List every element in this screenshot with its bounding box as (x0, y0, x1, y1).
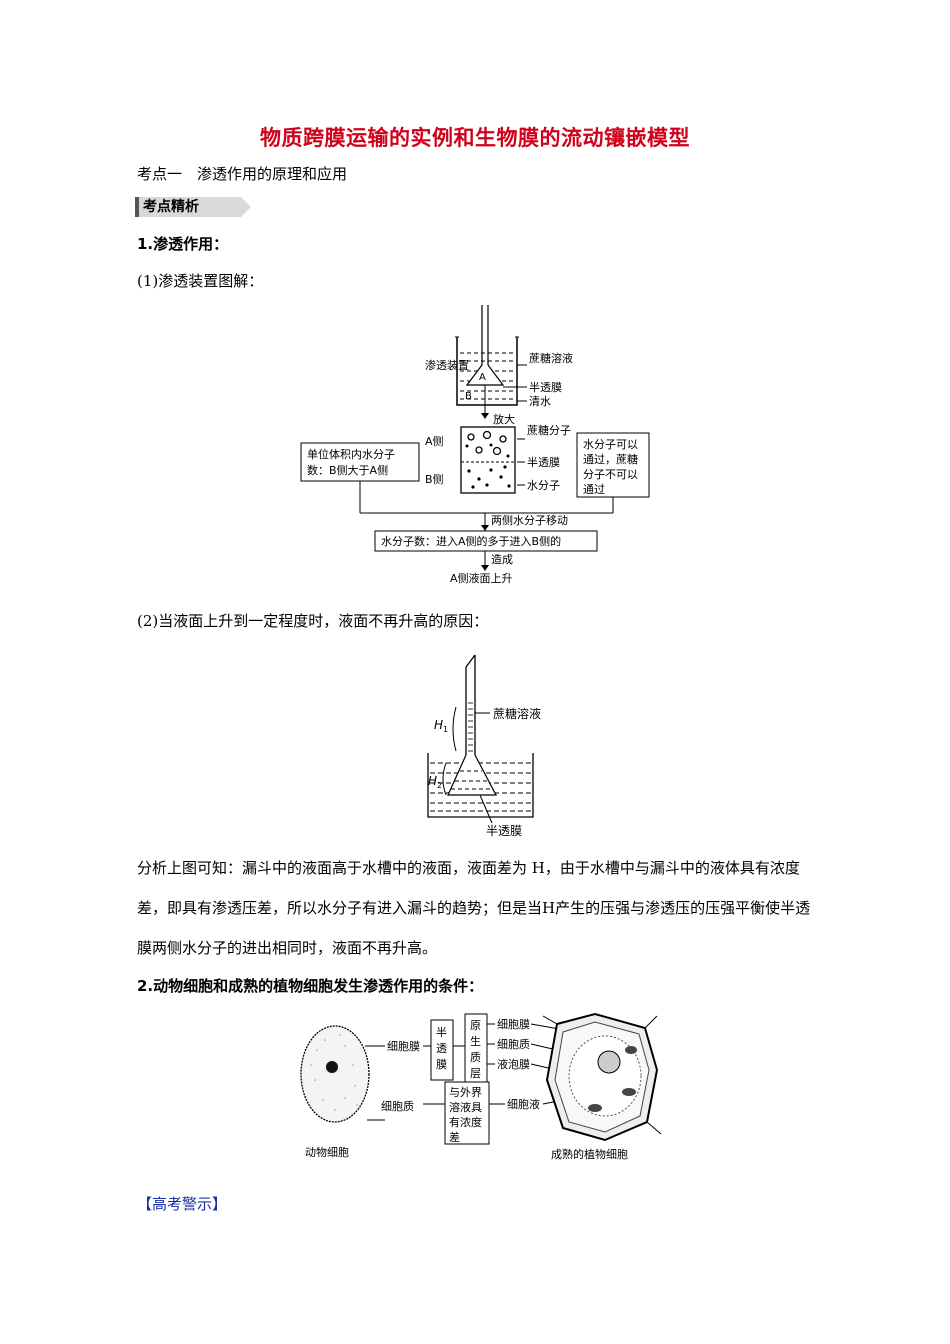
left-box-line1: 单位体积内水分子 (307, 447, 395, 461)
box-semi-1: 半 (436, 1025, 447, 1039)
label-plant-cell: 成熟的植物细胞 (551, 1147, 628, 1161)
exam-warning-label: 【高考警示】 (137, 1195, 228, 1213)
label-apparatus: 渗透装置 (425, 358, 469, 372)
label-animal-cell: 动物细胞 (305, 1145, 349, 1159)
heading-osmosis: 1.渗透作用： (137, 235, 229, 253)
analysis-paragraph: 分析上图可知：漏斗中的液面高于水槽中的液面，液面差为 H，由于水槽中与漏斗中的液… (137, 859, 811, 957)
box-conc-4: 差 (449, 1130, 460, 1144)
label-cell-sap: 细胞液 (507, 1097, 540, 1111)
label-cell-membrane-plant: 细胞膜 (497, 1018, 530, 1031)
label-cytoplasm-plant: 细胞质 (497, 1038, 530, 1051)
label-clear-water: 清水 (529, 395, 551, 408)
label-cell-membrane-animal: 细胞膜 (387, 1040, 420, 1053)
cell-comparison-figure: 动物细胞 细胞膜 细胞质 半 透 膜 原 生 质 层 细胞膜 细胞质 液泡膜 与… (300, 1012, 662, 1161)
subheading-equilibrium: (2)当液面上升到一定程度时，液面不再升高的原因： (137, 612, 489, 630)
svg-text:B: B (465, 391, 472, 402)
count-box: 水分子数：进入A侧的多于进入B侧的 (381, 534, 561, 548)
box-proto-1: 原 (470, 1019, 481, 1032)
left-box-line2: 数：B侧大于A侧 (307, 463, 388, 477)
label-side-b: B侧 (425, 473, 444, 486)
right-box-line3: 分子不可以 (583, 468, 638, 481)
box-conc-1: 与外界 (449, 1086, 482, 1099)
svg-text:A: A (479, 372, 486, 383)
label-h2: H (428, 774, 437, 788)
label-membrane-zoom: 半透膜 (527, 455, 560, 469)
right-box-line2: 通过，蔗糖 (583, 452, 638, 466)
label-h1-sub: 1 (443, 725, 448, 734)
banner-label: 考点精析 (143, 199, 199, 215)
box-conc-3: 有浓度 (449, 1115, 482, 1129)
label-sucrose-solution-2: 蔗糖溶液 (493, 706, 541, 721)
box-proto-3: 质 (470, 1051, 481, 1064)
page-title: 物质跨膜运输的实例和生物膜的流动镶嵌模型 (260, 126, 690, 150)
banner-arrow-icon (241, 197, 251, 217)
right-box-line4: 通过 (583, 483, 605, 496)
heading-conditions: 2.动物细胞和成熟的植物细胞发生渗透作用的条件： (137, 977, 484, 995)
label-cytoplasm-animal: 细胞质 (381, 1100, 414, 1113)
label-h1: H (434, 718, 443, 732)
label-sucrose-molecule: 蔗糖分子 (527, 423, 571, 437)
box-proto-2: 生 (470, 1034, 481, 1048)
section-banner: 考点精析 (135, 197, 251, 217)
label-sucrose-solution: 蔗糖溶液 (529, 351, 573, 365)
label-semipermeable: 半透膜 (529, 380, 562, 394)
label-move: 两侧水分子移动 (491, 514, 568, 527)
label-side-a: A侧 (425, 435, 444, 448)
box-semi-3: 膜 (436, 1058, 447, 1071)
funnel-trough-figure: 蔗糖溶液 H 1 H 2 半透膜 (427, 654, 541, 838)
box-conc-2: 溶液具 (449, 1100, 482, 1114)
label-h2-sub: 2 (437, 781, 442, 790)
subheading-apparatus: (1)渗透装置图解： (137, 272, 264, 290)
label-vacuole-membrane: 液泡膜 (497, 1057, 530, 1071)
label-magnify: 放大 (493, 412, 515, 426)
label-membrane-2: 半透膜 (486, 824, 522, 838)
osmosis-apparatus-figure: A B 蔗糖溶液 半透膜 清水 渗透装置 放大 A侧 B侧 蔗糖分子 半透膜 水… (300, 305, 650, 585)
box-semi-2: 透 (436, 1042, 447, 1055)
right-box-line1: 水分子可以 (583, 438, 638, 451)
label-result: A侧液面上升 (450, 571, 513, 585)
label-water-molecule: 水分子 (527, 479, 560, 492)
box-proto-4: 层 (470, 1067, 481, 1080)
section-heading: 考点一 渗透作用的原理和应用 (137, 165, 348, 183)
label-cause: 造成 (491, 552, 513, 566)
